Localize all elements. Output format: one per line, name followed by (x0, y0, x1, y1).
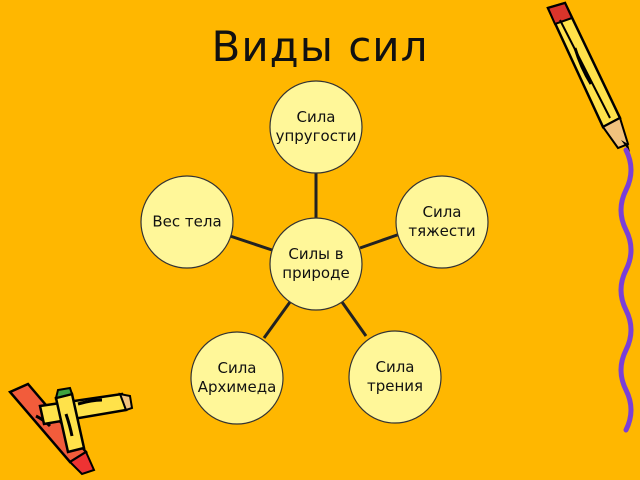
edge-archimedes (262, 301, 292, 339)
node-weight-circle (140, 175, 234, 269)
node-elastic-label: Сила упругости (276, 108, 357, 146)
node-friction-label: Сила трения (367, 358, 423, 396)
pencil-icon (546, 1, 630, 152)
node-friction-line1: Сила (375, 358, 415, 376)
crayons-icon (7, 382, 134, 476)
node-archimedes-line2: Архимеда (197, 378, 277, 396)
node-elastic-line1: Сила (296, 108, 336, 126)
wavy-line-decoration (618, 147, 634, 433)
slide-title: Виды сил (211, 22, 429, 71)
node-weight-label: Вес тела (152, 213, 221, 232)
node-archimedes-label: Сила Архимеда (198, 359, 277, 397)
node-archimedes-line1: Сила (217, 359, 257, 377)
node-gravity-label: Сила тяжести (408, 203, 475, 241)
node-elastic-circle (269, 80, 363, 174)
node-center-line2: природе (282, 264, 350, 282)
node-center-circle (269, 217, 363, 311)
node-friction-circle (348, 330, 442, 424)
node-archimedes-circle (190, 331, 284, 425)
node-friction-line2: трения (366, 377, 424, 395)
node-center-label: Силы в природе (282, 245, 349, 283)
edge-gravity (359, 232, 401, 250)
node-gravity-line1: Сила (422, 203, 462, 221)
edge-weight (229, 234, 273, 252)
node-gravity-line2: тяжести (408, 222, 476, 240)
node-center-line1: Силы в (288, 245, 344, 263)
node-elastic-line2: упругости (275, 127, 357, 145)
edge-friction (340, 301, 368, 337)
node-gravity-circle (395, 175, 489, 269)
node-weight-line1: Вес тела (152, 212, 222, 231)
